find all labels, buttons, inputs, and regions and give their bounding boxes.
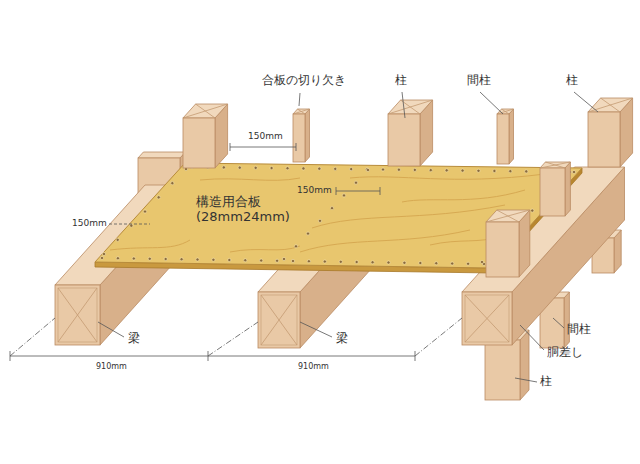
nail-dot: [354, 181, 357, 184]
leader-lines: [10, 92, 598, 382]
part-label: 梁: [336, 332, 348, 346]
nail-dot: [270, 166, 273, 169]
nail-dot: [254, 166, 257, 169]
timber-box: [388, 100, 433, 166]
nail-dot: [100, 256, 103, 259]
nail-dot: [429, 169, 432, 172]
timber-box: [588, 98, 633, 167]
nail-dot: [355, 260, 358, 263]
nail-dot: [222, 166, 225, 169]
nail-dot: [480, 260, 483, 263]
nail-dot: [275, 259, 278, 262]
nail-dot: [180, 258, 183, 261]
timber-box: [540, 162, 570, 216]
nail-dot: [238, 166, 241, 169]
nail-dot: [365, 168, 368, 171]
nail-dot: [477, 169, 480, 172]
plywood-label: 構造用合板 (28mm24mm): [196, 195, 288, 225]
dimension-label: 910mm: [96, 362, 127, 371]
nail-dot: [294, 245, 297, 248]
part-label: 梁: [128, 332, 140, 346]
nail-dot: [334, 167, 337, 170]
nail-dot: [282, 257, 285, 260]
upper-posts: [183, 98, 633, 277]
part-label: 間柱: [567, 323, 591, 337]
nail-dot: [403, 261, 406, 264]
nail-dot: [132, 257, 135, 260]
nail-dot: [330, 207, 333, 210]
nail-dot: [212, 258, 215, 261]
part-label: 柱: [566, 74, 578, 88]
nail-dot: [143, 210, 146, 213]
nail-dot: [371, 261, 374, 264]
nail-dot: [445, 169, 448, 172]
nail-dot: [339, 260, 342, 263]
nail-dot: [148, 257, 151, 260]
nail-dot: [413, 168, 416, 171]
timber-box: [486, 210, 530, 277]
nail-dot: [381, 168, 384, 171]
nail-dot: [318, 167, 321, 170]
nail-dot: [350, 167, 353, 170]
nail-dot: [196, 258, 199, 261]
nail-dot: [419, 261, 422, 264]
timber-box: [497, 109, 514, 164]
part-label: 間柱: [467, 74, 491, 88]
nail-dot: [451, 262, 454, 265]
nail-dot: [525, 170, 528, 173]
nail-dot: [323, 260, 326, 263]
nail-dot: [291, 259, 294, 262]
nail-dot: [157, 196, 160, 199]
timber-box: [293, 109, 310, 162]
dimension-label: 150mm: [72, 218, 107, 228]
nail-dot: [397, 168, 400, 171]
nail-dot: [493, 169, 496, 172]
nail-dot: [302, 167, 305, 170]
nail-dot: [342, 194, 345, 197]
nail-dot: [466, 262, 469, 265]
nail-dot: [102, 252, 105, 255]
nail-dot: [531, 209, 534, 212]
nail-dot: [171, 182, 174, 185]
nail-dot: [366, 168, 369, 171]
nail-dot: [244, 259, 247, 262]
nail-dot: [307, 260, 310, 263]
nail-dot: [116, 238, 119, 241]
nail-dot: [461, 169, 464, 172]
nail-dot: [130, 224, 133, 227]
nail-dot: [509, 170, 512, 173]
nail-dot: [228, 258, 231, 261]
nail-dot: [116, 257, 119, 260]
timber-box: [183, 104, 228, 168]
dimension-label: 150mm: [248, 131, 283, 141]
nail-dot: [318, 219, 321, 222]
nail-dot: [306, 232, 309, 235]
dimension-label: 910mm: [298, 362, 329, 371]
callout-label: 合板の切り欠き: [262, 74, 346, 88]
nail-dot: [164, 257, 167, 260]
part-label: 柱: [395, 74, 407, 88]
part-label: 柱: [540, 375, 552, 389]
nail-dot: [286, 167, 289, 170]
part-label: 胴差し: [547, 346, 583, 360]
nail-dot: [572, 170, 575, 173]
dimension-label: 150mm: [297, 185, 332, 195]
nail-dot: [435, 262, 438, 265]
nail-dot: [260, 259, 263, 262]
nail-dot: [387, 261, 390, 264]
